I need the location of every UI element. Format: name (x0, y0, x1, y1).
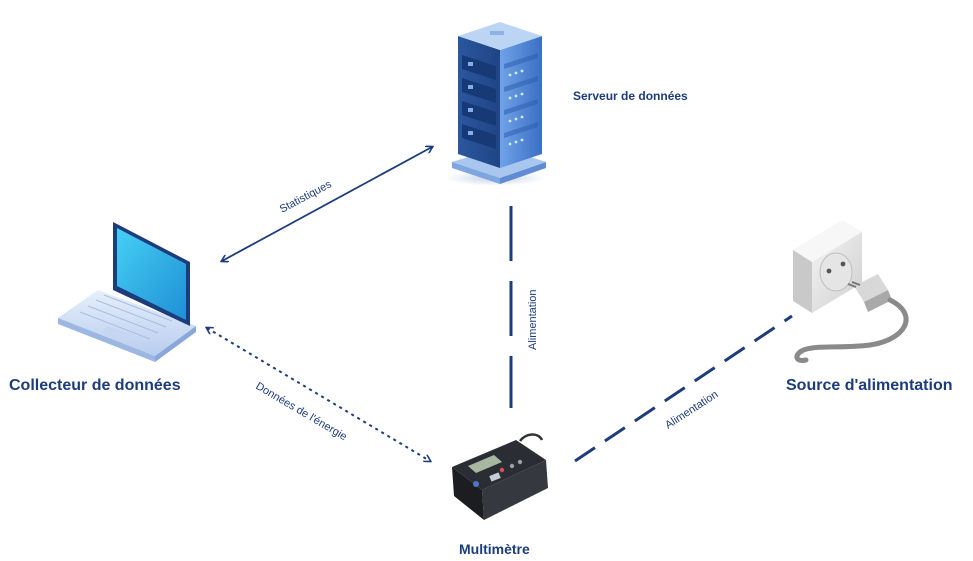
laptop-icon (58, 222, 196, 362)
multimeter-label: Multimètre (459, 541, 530, 557)
edge-power-server-label: Alimentation (527, 289, 539, 350)
collector-label: Collecteur de données (9, 377, 181, 394)
power-outlet-plug-icon (793, 220, 909, 363)
multimeter-icon (452, 433, 548, 520)
edge-stats: Statistiques (222, 147, 432, 261)
edge-power-server: Alimentation (509, 206, 539, 408)
edge-stats-label: Statistiques (278, 178, 334, 216)
server-label: Serveur de données (573, 89, 688, 103)
server-rack-icon (445, 22, 546, 186)
power-source-label: Source d'alimentation (786, 377, 953, 394)
edge-power-meter: Alimentation (574, 314, 793, 463)
edge-energy-data: Données de l'énergie (207, 328, 430, 461)
edge-energy-data-label: Données de l'énergie (253, 380, 348, 443)
